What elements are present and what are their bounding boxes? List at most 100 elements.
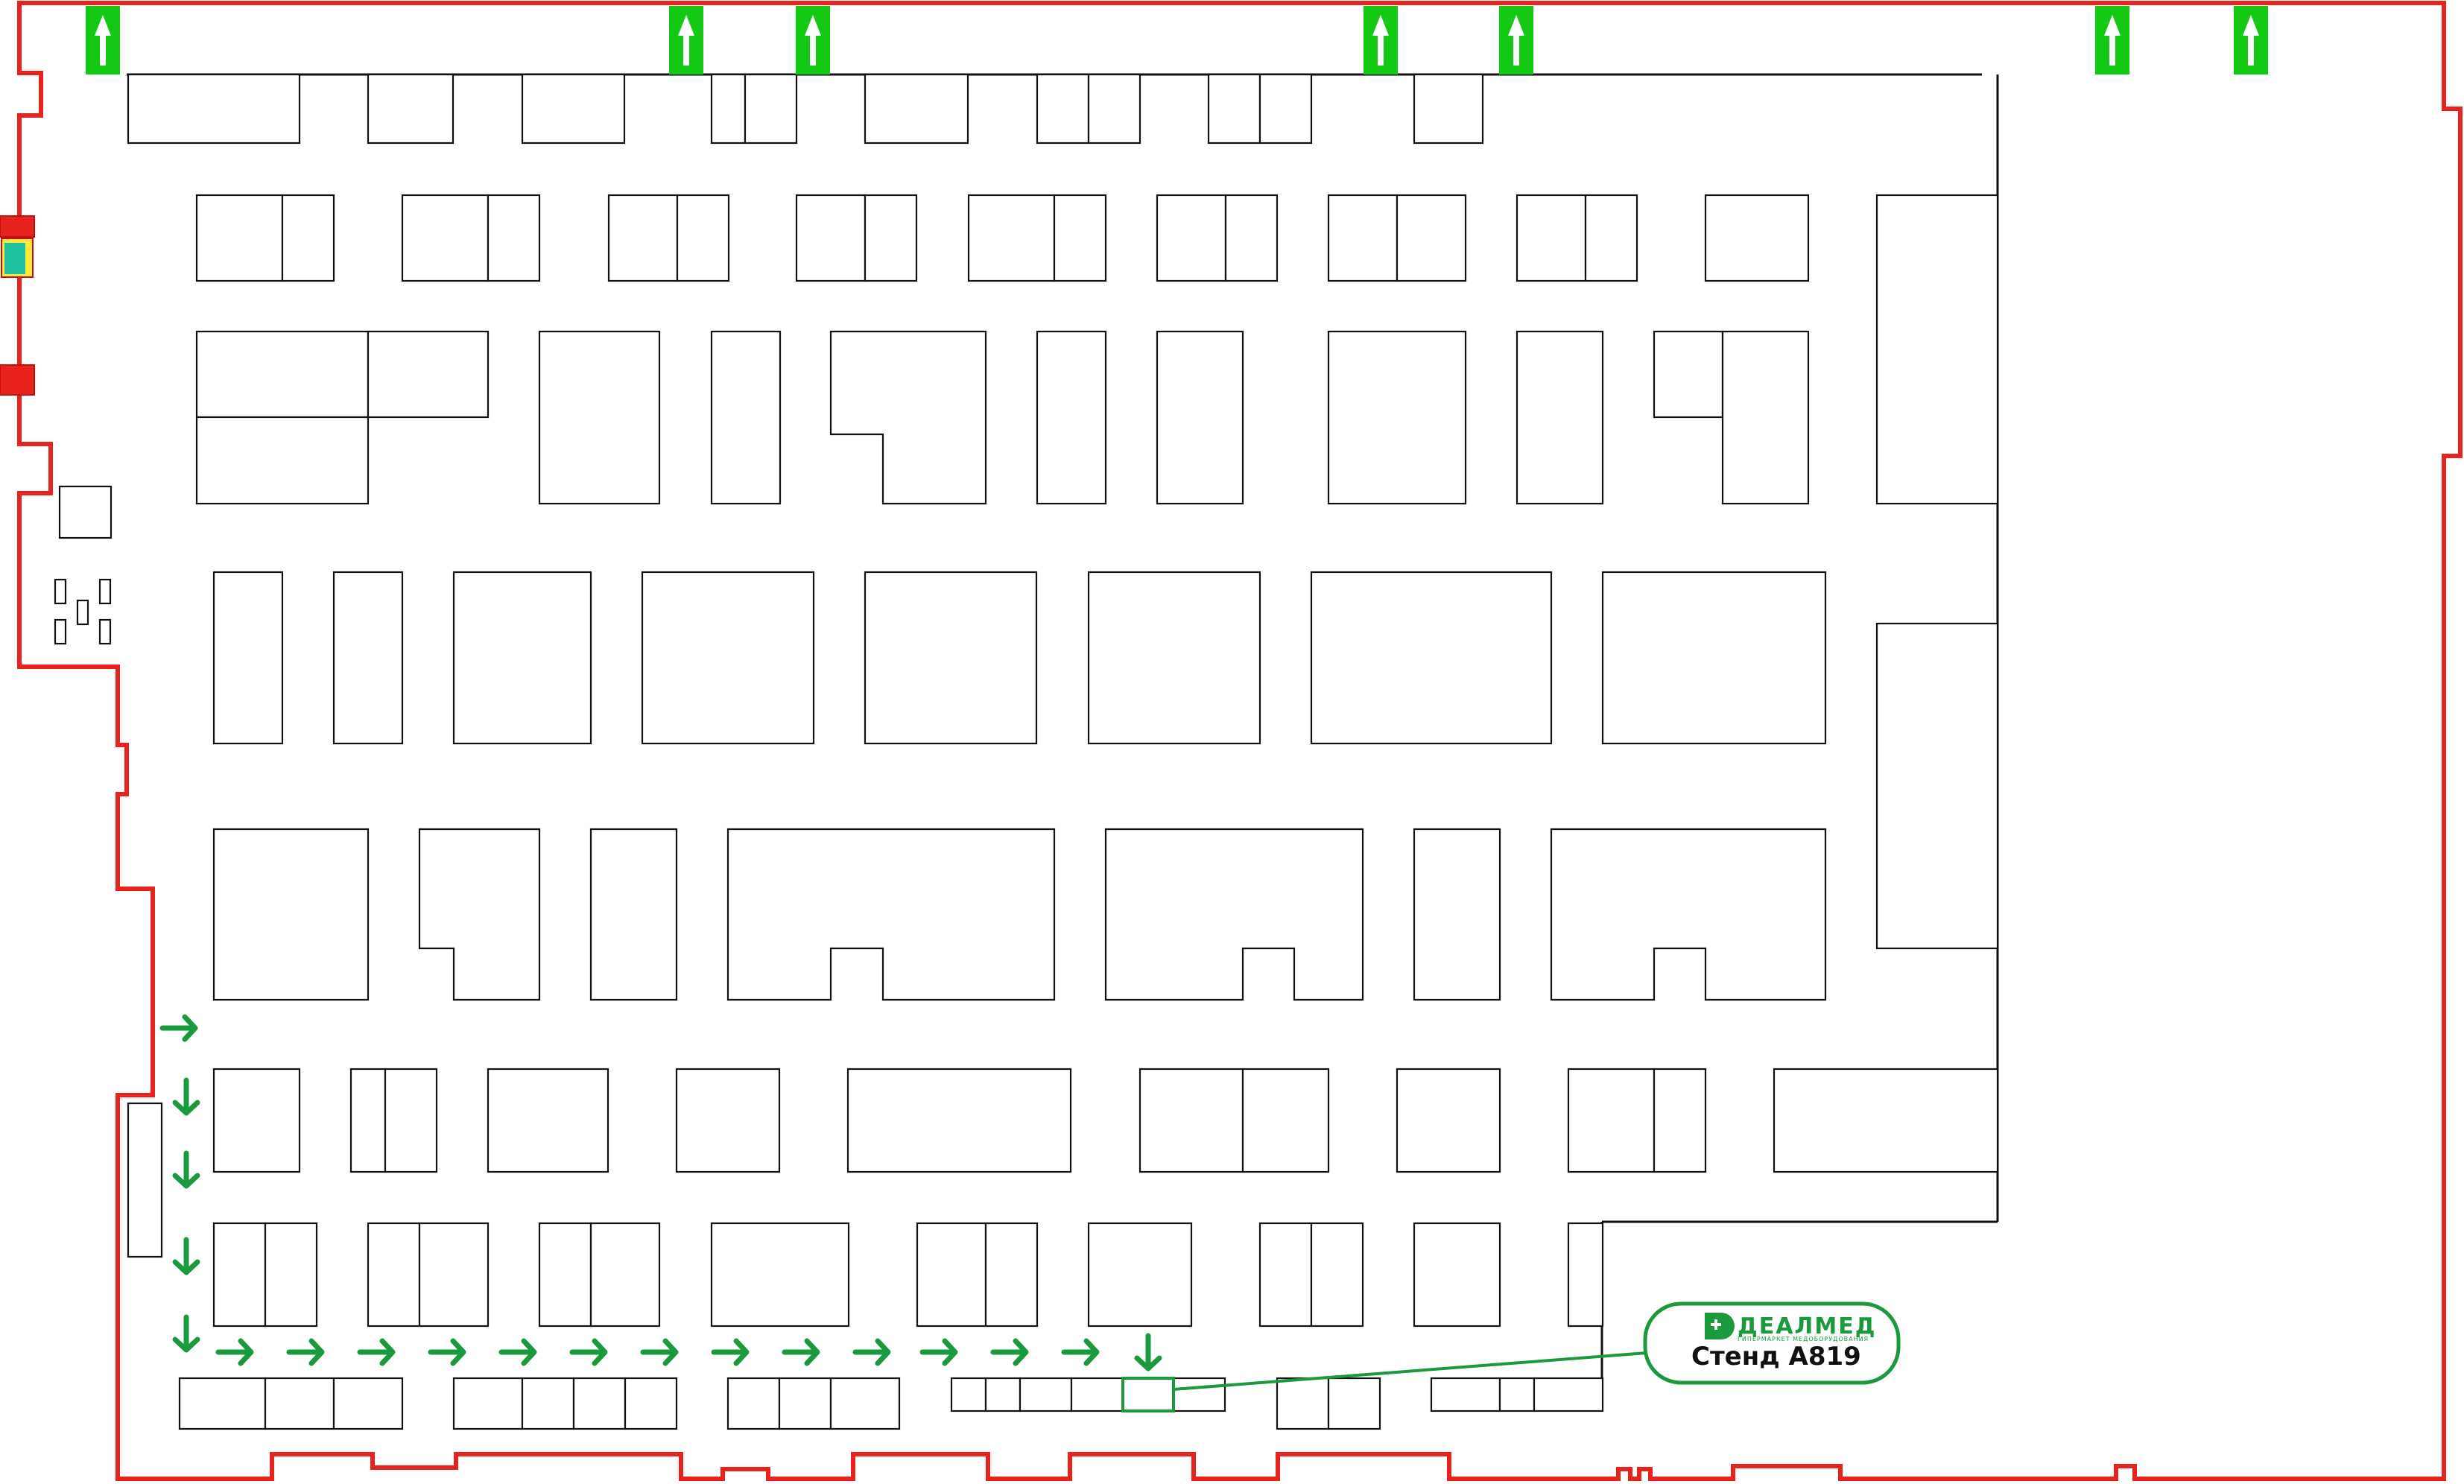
- exhibition-stand[interactable]: [1413, 828, 1501, 1001]
- exhibition-stand[interactable]: [418, 828, 541, 1001]
- exhibition-stand[interactable]: [726, 828, 1056, 1001]
- exhibition-stand[interactable]: [1310, 1222, 1364, 1328]
- exhibition-stand[interactable]: [1036, 73, 1090, 145]
- exhibition-stand[interactable]: [127, 73, 301, 145]
- exhibition-stand[interactable]: [1241, 1068, 1330, 1173]
- exhibition-stand[interactable]: [710, 330, 782, 505]
- exhibition-stand[interactable]: [829, 1377, 901, 1430]
- exhibition-stand[interactable]: [1516, 330, 1604, 505]
- exhibition-stand[interactable]: [1327, 1377, 1381, 1430]
- exhibition-stand[interactable]: [1550, 828, 1827, 1001]
- exhibition-stand[interactable]: [1396, 194, 1467, 282]
- exhibition-stand[interactable]: [195, 194, 284, 282]
- exhibition-stand[interactable]: [195, 416, 370, 505]
- exhibition-stand[interactable]: [710, 73, 747, 145]
- exhibition-stand[interactable]: [710, 1222, 850, 1328]
- exhibition-stand[interactable]: [676, 194, 730, 282]
- exhibition-stand[interactable]: [984, 1377, 1022, 1412]
- exhibition-stand[interactable]: [367, 1222, 421, 1328]
- stand-callout[interactable]: ДЕАЛМЕД ГИПЕРМАРКЕТ МЕДОБОРУДОВАНИЯ Стен…: [1643, 1301, 1901, 1385]
- exhibition-stand[interactable]: [384, 1068, 438, 1173]
- exhibition-stand[interactable]: [795, 194, 867, 282]
- exhibition-stand[interactable]: [264, 1222, 318, 1328]
- stand-a819-highlight[interactable]: [1121, 1377, 1175, 1412]
- exhibition-stand[interactable]: [1413, 1222, 1501, 1328]
- exhibition-stand[interactable]: [1087, 1222, 1193, 1328]
- exhibition-stand[interactable]: [538, 1222, 592, 1328]
- exhibition-stand[interactable]: [212, 828, 370, 1001]
- exhibition-stand[interactable]: [1875, 622, 1999, 950]
- exhibition-stand[interactable]: [1070, 1377, 1124, 1412]
- exhibition-stand[interactable]: [76, 599, 89, 626]
- exhibition-stand[interactable]: [1327, 330, 1467, 505]
- exhibition-stand[interactable]: [281, 194, 335, 282]
- exhibition-stand[interactable]: [521, 73, 626, 145]
- exhibition-stand[interactable]: [1104, 828, 1364, 1001]
- exhibition-stand[interactable]: [1396, 1068, 1501, 1173]
- exhibition-stand[interactable]: [418, 1222, 490, 1328]
- exhibition-stand[interactable]: [332, 1377, 404, 1430]
- exhibition-stand[interactable]: [521, 1377, 575, 1430]
- exhibition-stand[interactable]: [1498, 1377, 1536, 1412]
- exhibition-stand[interactable]: [1875, 194, 1999, 505]
- exhibition-stand[interactable]: [1053, 194, 1107, 282]
- exhibition-stand[interactable]: [1036, 330, 1107, 505]
- exhibition-stand[interactable]: [487, 194, 541, 282]
- exhibition-stand[interactable]: [726, 1377, 781, 1430]
- exhibition-stand[interactable]: [916, 1222, 987, 1328]
- exhibition-stand[interactable]: [846, 1068, 1072, 1173]
- exhibition-stand[interactable]: [487, 1068, 609, 1173]
- exhibition-stand[interactable]: [778, 1377, 832, 1430]
- exhibition-stand[interactable]: [641, 571, 815, 745]
- exhibition-stand[interactable]: [178, 1377, 267, 1430]
- exhibition-stand[interactable]: [1430, 1377, 1501, 1412]
- exhibition-stand[interactable]: [1584, 194, 1638, 282]
- exhibition-stand[interactable]: [864, 194, 918, 282]
- exhibition-stand[interactable]: [1310, 571, 1553, 745]
- exhibition-stand[interactable]: [1019, 1377, 1073, 1412]
- exhibition-stand[interactable]: [1224, 194, 1279, 282]
- exhibition-stand[interactable]: [452, 1377, 524, 1430]
- exhibition-stand[interactable]: [349, 1068, 387, 1173]
- exhibition-stand[interactable]: [401, 194, 490, 282]
- exhibition-stand[interactable]: [1327, 194, 1399, 282]
- exhibition-stand[interactable]: [54, 578, 67, 605]
- exhibition-stand[interactable]: [984, 1222, 1039, 1328]
- exhibition-stand[interactable]: [367, 73, 455, 145]
- exhibition-stand[interactable]: [572, 1377, 627, 1430]
- exhibition-stand[interactable]: [1704, 194, 1810, 282]
- exhibition-stand[interactable]: [1258, 1222, 1313, 1328]
- exhibition-stand[interactable]: [212, 571, 284, 745]
- exhibition-stand[interactable]: [367, 330, 490, 419]
- exhibition-stand[interactable]: [1601, 571, 1827, 745]
- exhibition-stand[interactable]: [829, 330, 987, 505]
- exhibition-stand[interactable]: [624, 1377, 678, 1430]
- exhibition-stand[interactable]: [1653, 1068, 1707, 1173]
- exhibition-stand[interactable]: [1653, 330, 1724, 419]
- exhibition-stand[interactable]: [1172, 1377, 1226, 1412]
- exhibition-stand[interactable]: [967, 194, 1056, 282]
- exhibition-stand[interactable]: [864, 73, 969, 145]
- exhibition-stand[interactable]: [1413, 73, 1484, 145]
- exhibition-stand[interactable]: [1087, 571, 1261, 745]
- exhibition-stand[interactable]: [1567, 1068, 1656, 1173]
- exhibition-stand[interactable]: [607, 194, 679, 282]
- exhibition-stand[interactable]: [212, 1068, 301, 1173]
- exhibition-stand[interactable]: [1567, 1222, 1604, 1328]
- exhibition-stand[interactable]: [589, 828, 678, 1001]
- exhibition-stand[interactable]: [1258, 73, 1313, 145]
- exhibition-stand[interactable]: [98, 578, 112, 605]
- exhibition-stand[interactable]: [1276, 1377, 1330, 1430]
- exhibition-stand[interactable]: [950, 1377, 987, 1412]
- exhibition-stand[interactable]: [675, 1068, 781, 1173]
- exhibition-stand[interactable]: [1516, 194, 1587, 282]
- exhibition-stand[interactable]: [98, 618, 112, 645]
- exhibition-stand[interactable]: [58, 485, 113, 539]
- exhibition-stand[interactable]: [1773, 1068, 1999, 1173]
- exhibition-stand[interactable]: [127, 1102, 163, 1258]
- exhibition-stand[interactable]: [1533, 1377, 1604, 1412]
- exhibition-stand[interactable]: [195, 330, 370, 419]
- exhibition-stand[interactable]: [744, 73, 798, 145]
- exhibition-stand[interactable]: [212, 1222, 267, 1328]
- exhibition-stand[interactable]: [264, 1377, 335, 1430]
